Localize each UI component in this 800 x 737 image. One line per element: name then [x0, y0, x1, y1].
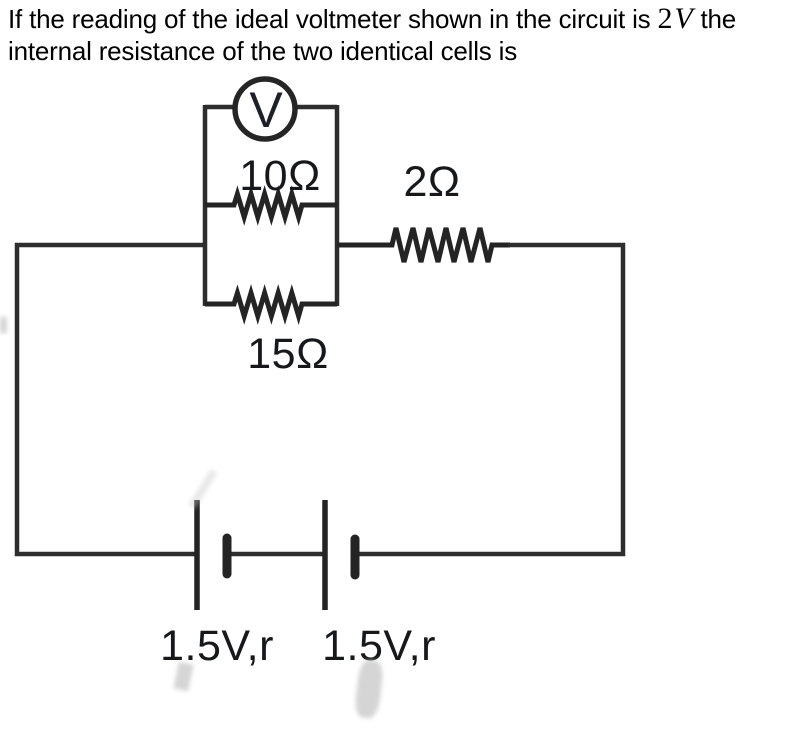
voltmeter-circle	[232, 76, 298, 142]
left-loop-wire	[14, 242, 205, 557]
math-variable: V	[674, 2, 693, 35]
resistor-10-label: 10Ω	[239, 152, 320, 200]
voltmeter-label: V	[249, 82, 283, 138]
right-loop-wire	[355, 242, 626, 557]
question-line-1-prefix: If the reading of the ideal voltmeter sh…	[8, 4, 658, 34]
cell1-label: 1.5V,r	[160, 622, 274, 670]
math-coefficient: 2	[657, 2, 673, 35]
resistor-15ohm	[205, 284, 337, 325]
question-line-2: internal resistance of the two identical…	[8, 36, 518, 66]
question-line-1: If the reading of the ideal voltmeter sh…	[8, 3, 736, 35]
resistor-2-label: 2Ω	[403, 158, 460, 206]
resistor-15-label: 15Ω	[247, 330, 328, 378]
smudge-artifact	[0, 317, 7, 333]
resistor-2ohm	[337, 227, 510, 263]
question-line-1-suffix: the	[693, 4, 737, 34]
resistor-10ohm	[205, 185, 337, 226]
question-text: If the reading of the ideal voltmeter sh…	[8, 3, 736, 67]
